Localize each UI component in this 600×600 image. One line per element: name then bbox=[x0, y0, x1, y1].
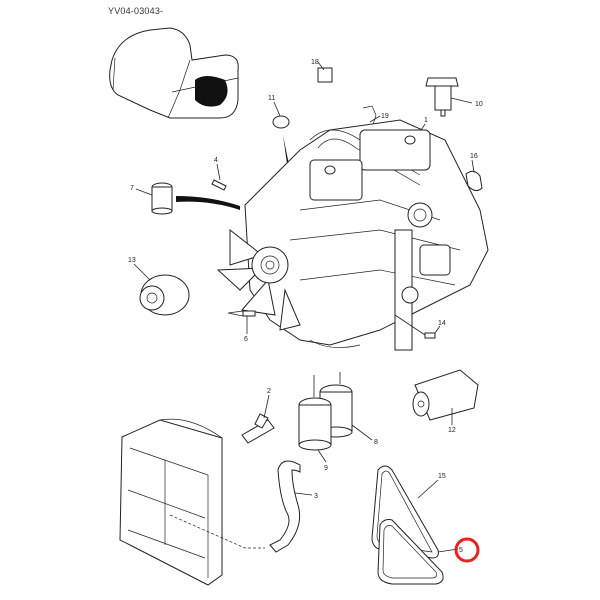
fuel-filter-part: 7 bbox=[130, 182, 240, 215]
document-id: YV04-03043- bbox=[108, 6, 164, 16]
callout-12: 12 bbox=[448, 427, 456, 434]
callout-6: 6 bbox=[244, 336, 248, 343]
callout-10: 10 bbox=[475, 101, 483, 108]
radiator-hose-part: 3 bbox=[269, 460, 318, 553]
fan-part bbox=[216, 228, 301, 331]
gasket-part: 16 bbox=[465, 153, 483, 192]
belt-5-part: 5 bbox=[377, 519, 480, 585]
callout-14: 14 bbox=[438, 320, 446, 327]
sensor-4-part: 4 bbox=[211, 157, 227, 191]
sensor-14-part: 14 bbox=[394, 314, 446, 339]
callout-16: 16 bbox=[470, 153, 478, 160]
relay-part: 18 bbox=[311, 59, 333, 83]
callout-18: 18 bbox=[311, 59, 319, 66]
hose-pipe-part: 2 bbox=[241, 388, 275, 444]
callout-4: 4 bbox=[214, 157, 218, 164]
starter-motor-part: 12 bbox=[412, 369, 479, 434]
highlight-circle bbox=[454, 537, 480, 563]
oil-filter-9-part: 9 bbox=[298, 375, 332, 472]
callout-7: 7 bbox=[130, 185, 134, 192]
callout-5: 5 bbox=[459, 547, 463, 554]
callout-19: 19 bbox=[381, 113, 389, 120]
sensor-6-part: 6 bbox=[227, 310, 256, 343]
engine-block-part bbox=[244, 119, 489, 351]
callout-1: 1 bbox=[424, 117, 428, 124]
cab-part bbox=[109, 27, 239, 119]
callout-9: 9 bbox=[324, 465, 328, 472]
fuel-separator-part: 10 bbox=[425, 77, 483, 117]
callout-11: 11 bbox=[268, 95, 275, 102]
alternator-part: 13 bbox=[128, 257, 190, 316]
radiator-part bbox=[119, 418, 265, 586]
callout-8: 8 bbox=[374, 439, 378, 446]
callout-2: 2 bbox=[267, 388, 271, 395]
callout-3: 3 bbox=[314, 493, 318, 500]
callout-15: 15 bbox=[438, 473, 446, 480]
callout-13: 13 bbox=[128, 257, 136, 264]
